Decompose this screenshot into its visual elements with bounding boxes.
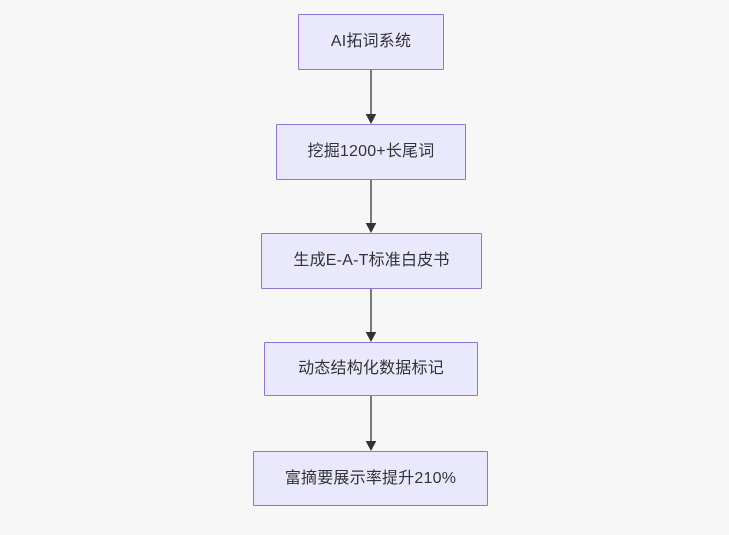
flowchart-connector-2-3 — [364, 180, 378, 233]
flowchart-node-2-label: 挖掘1200+长尾词 — [307, 143, 435, 161]
flowchart-node-3[interactable]: 生成E-A-T标准白皮书 — [261, 233, 482, 289]
arrow-down-icon — [365, 396, 377, 451]
flowchart-node-5[interactable]: 富摘要展示率提升210% — [253, 451, 488, 506]
arrow-down-icon — [365, 70, 377, 124]
flowchart-node-1[interactable]: AI拓词系统 — [298, 14, 444, 70]
arrow-down-icon — [365, 289, 377, 342]
flowchart-connector-1-2 — [364, 70, 378, 124]
flowchart-node-4[interactable]: 动态结构化数据标记 — [264, 342, 478, 396]
flowchart-node-3-label: 生成E-A-T标准白皮书 — [293, 252, 450, 270]
flowchart-connector-3-4 — [364, 289, 378, 342]
flowchart-node-1-label: AI拓词系统 — [330, 33, 412, 51]
flowchart-connector-4-5 — [364, 396, 378, 451]
flowchart-node-4-label: 动态结构化数据标记 — [298, 360, 444, 378]
flowchart-node-2[interactable]: 挖掘1200+长尾词 — [276, 124, 466, 180]
arrow-down-icon — [365, 180, 377, 233]
flowchart-node-5-label: 富摘要展示率提升210% — [284, 469, 457, 487]
